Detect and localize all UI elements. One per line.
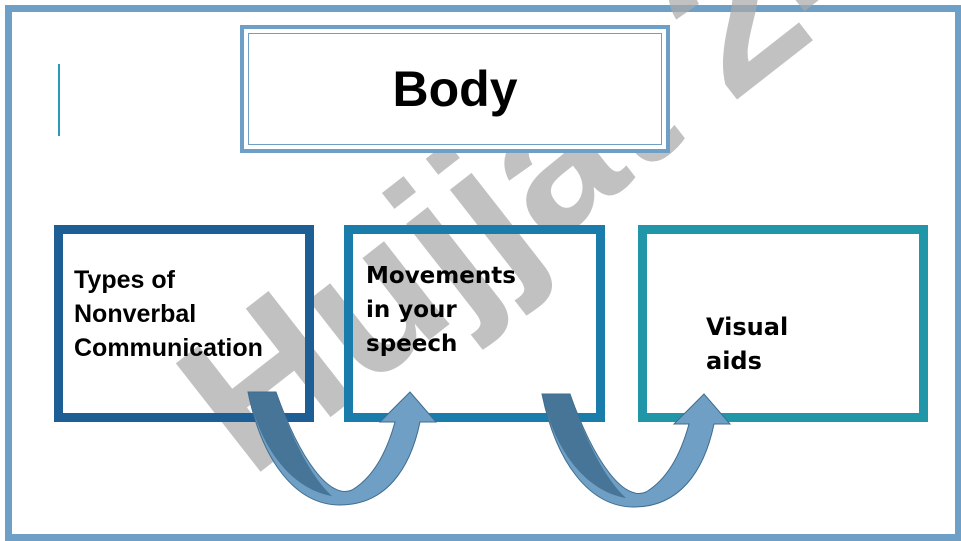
label-nonverbal: Types of Nonverbal Communication bbox=[74, 266, 263, 362]
label-visual-aids: Visual aids bbox=[706, 313, 789, 375]
slide-title: Body bbox=[392, 61, 518, 117]
title-box: Body bbox=[240, 25, 670, 153]
slide-frame bbox=[5, 5, 961, 541]
curved-arrow-icon bbox=[541, 393, 732, 508]
box-movements bbox=[344, 225, 605, 422]
box-visual-aids bbox=[638, 225, 928, 422]
accent-line bbox=[58, 64, 60, 136]
title-box-inner: Body bbox=[248, 33, 662, 145]
curved-arrow-icon bbox=[247, 391, 438, 506]
label-movements: Movements in your speech bbox=[366, 263, 516, 357]
box-nonverbal bbox=[54, 225, 314, 422]
